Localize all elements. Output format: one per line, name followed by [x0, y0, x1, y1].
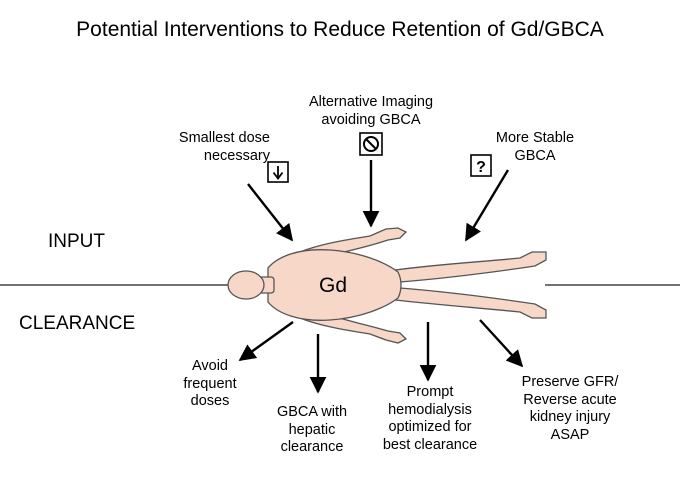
label-avoid-frequent: Avoid frequent doses: [183, 358, 237, 410]
body-torso: [267, 249, 402, 321]
label-hemodialysis: Prompt hemodialysis optimized for best c…: [382, 384, 478, 454]
label-preserve-gfr: Preserve GFR/ Reverse acute kidney injur…: [521, 374, 619, 444]
body-upper-leg: [394, 251, 547, 283]
prohibited-icon: [359, 132, 383, 156]
body-lower-leg: [394, 287, 547, 319]
clearance-label: CLEARANCE: [19, 313, 136, 334]
gd-label: Gd: [319, 274, 347, 297]
down-arrow-icon: [267, 161, 289, 183]
label-alternative-imaging: Alternative Imaging avoiding GBCA: [308, 94, 434, 128]
label-more-stable: More Stable GBCA: [495, 130, 575, 164]
body-figure: [227, 227, 547, 344]
body-head: [227, 270, 265, 300]
svg-text:?: ?: [476, 159, 486, 176]
arrow-preserve-gfr: [479, 319, 524, 368]
question-mark-icon: ?: [470, 154, 492, 177]
input-label: INPUT: [48, 231, 105, 252]
label-hepatic: GBCA with hepatic clearance: [276, 404, 348, 456]
arrow-avoid-frequent: [238, 321, 294, 361]
arrow-smallest-dose: [247, 183, 294, 242]
diagram-title: Potential Interventions to Reduce Retent…: [76, 18, 604, 41]
arrow-more-stable: [464, 169, 510, 242]
label-smallest-dose: Smallest dose necessary: [178, 130, 270, 164]
